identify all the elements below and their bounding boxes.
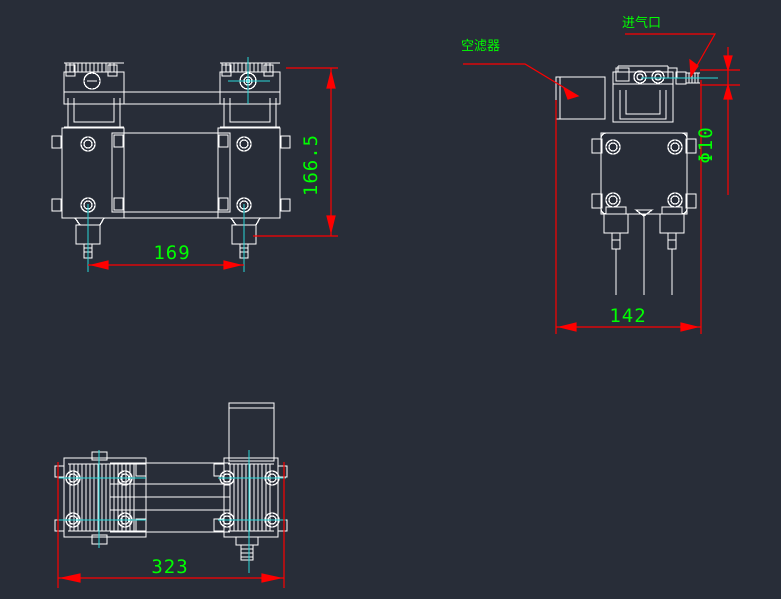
dimension-label-phi-10: Φ10: [695, 126, 717, 163]
front-view-dimensions[interactable]: [88, 67, 338, 270]
side-view-callouts[interactable]: [463, 33, 717, 100]
dimension-166-5[interactable]: [253, 67, 338, 237]
top-motor-can: [228, 402, 275, 462]
front-view-centerlines: [87, 57, 270, 272]
callout-label-air-inlet: 进气口: [622, 15, 661, 31]
dimension-phi-10[interactable]: [700, 47, 740, 195]
dimension-label-169: 169: [153, 242, 190, 264]
top-right-fin-pack: [219, 457, 288, 561]
side-head-assembly: [612, 65, 700, 123]
top-center-body: [110, 462, 230, 533]
dimension-142[interactable]: [555, 80, 702, 334]
dimension-label-142: 142: [609, 305, 646, 327]
callout-label-air-filter: 空滤器: [461, 39, 500, 54]
side-view[interactable]: [555, 65, 700, 295]
leader-air-filter[interactable]: [463, 63, 580, 100]
front-left-head-fins: [64, 62, 124, 72]
dimension-323[interactable]: [57, 462, 285, 588]
top-view-centerlines: [58, 450, 286, 573]
leader-air-inlet[interactable]: [625, 33, 717, 78]
top-view-dimensions[interactable]: [57, 462, 285, 588]
side-bottom-fittings: [603, 206, 685, 295]
dimension-label-166-5: 166.5: [300, 134, 322, 196]
dimension-169[interactable]: [88, 260, 244, 270]
dimension-label-323: 323: [151, 556, 188, 578]
side-view-dimensions[interactable]: [555, 47, 740, 334]
